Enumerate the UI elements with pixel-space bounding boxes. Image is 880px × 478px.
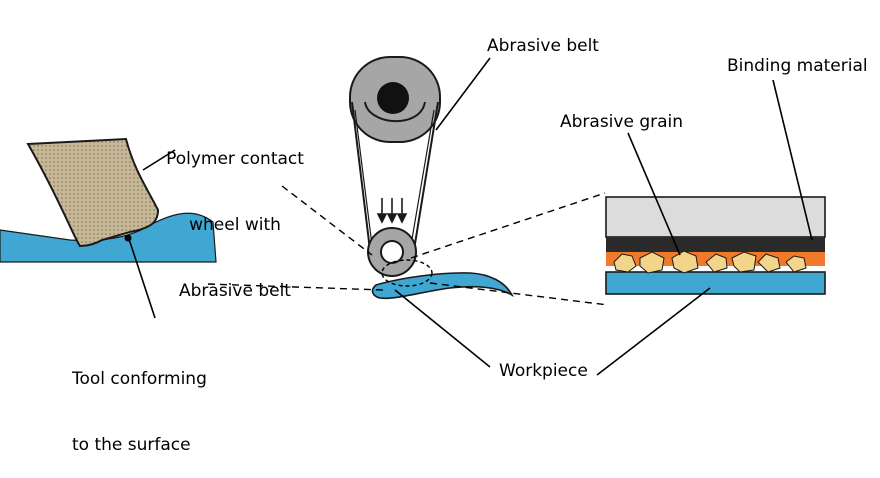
workpiece-layer — [605, 271, 826, 295]
binding-material-leader-line — [772, 79, 813, 241]
polymer-leader-line — [142, 149, 176, 171]
abrasive-grain-leader-line — [627, 132, 681, 256]
label-tool-conforming: Tool conforming to the surface — [72, 324, 207, 478]
projection-lines — [207, 185, 609, 306]
label-tool-line2: to the surface — [72, 435, 191, 455]
belt-left-side — [351, 101, 371, 251]
left-tool-illustration — [0, 137, 217, 319]
binder-dark-layer — [606, 237, 825, 252]
label-abrasive-grain: Abrasive grain — [560, 112, 684, 132]
label-polymer-line1: Polymer contact — [166, 149, 304, 169]
drive-pulley-axle — [377, 82, 409, 114]
section-workpiece-leader-line — [596, 287, 711, 376]
contact-point — [124, 234, 132, 242]
workpiece-leader-line — [394, 289, 491, 368]
label-abrasive-belt: Abrasive belt — [487, 36, 599, 56]
label-polymer-line3: Abrasive belt — [179, 281, 291, 301]
label-workpiece: Workpiece — [499, 361, 588, 381]
belt-machine — [349, 56, 491, 277]
blade-workpiece — [371, 272, 515, 300]
abrasive-belt-leader-line — [435, 57, 491, 131]
label-polymer-contact-wheel: Polymer contact wheel with Abrasive belt — [145, 104, 325, 324]
center-workpiece — [371, 259, 515, 368]
abrasive-cross-section — [596, 79, 826, 376]
backing-layer — [605, 196, 826, 238]
belt-right-side — [413, 101, 439, 251]
label-binding-material: Binding material — [727, 56, 868, 76]
tool-leader-line — [127, 235, 156, 319]
abrasive-grains — [613, 250, 807, 274]
abrasive-belt-diagram — [0, 56, 826, 376]
polymer-contact-pad — [26, 137, 160, 248]
pressure-arrows — [376, 198, 408, 224]
contact-wheel-hub — [380, 240, 404, 264]
label-tool-line1: Tool conforming — [72, 369, 207, 389]
contact-zone-ellipse — [381, 259, 433, 287]
left-workpiece — [0, 212, 217, 263]
label-polymer-line2: wheel with — [189, 215, 281, 235]
